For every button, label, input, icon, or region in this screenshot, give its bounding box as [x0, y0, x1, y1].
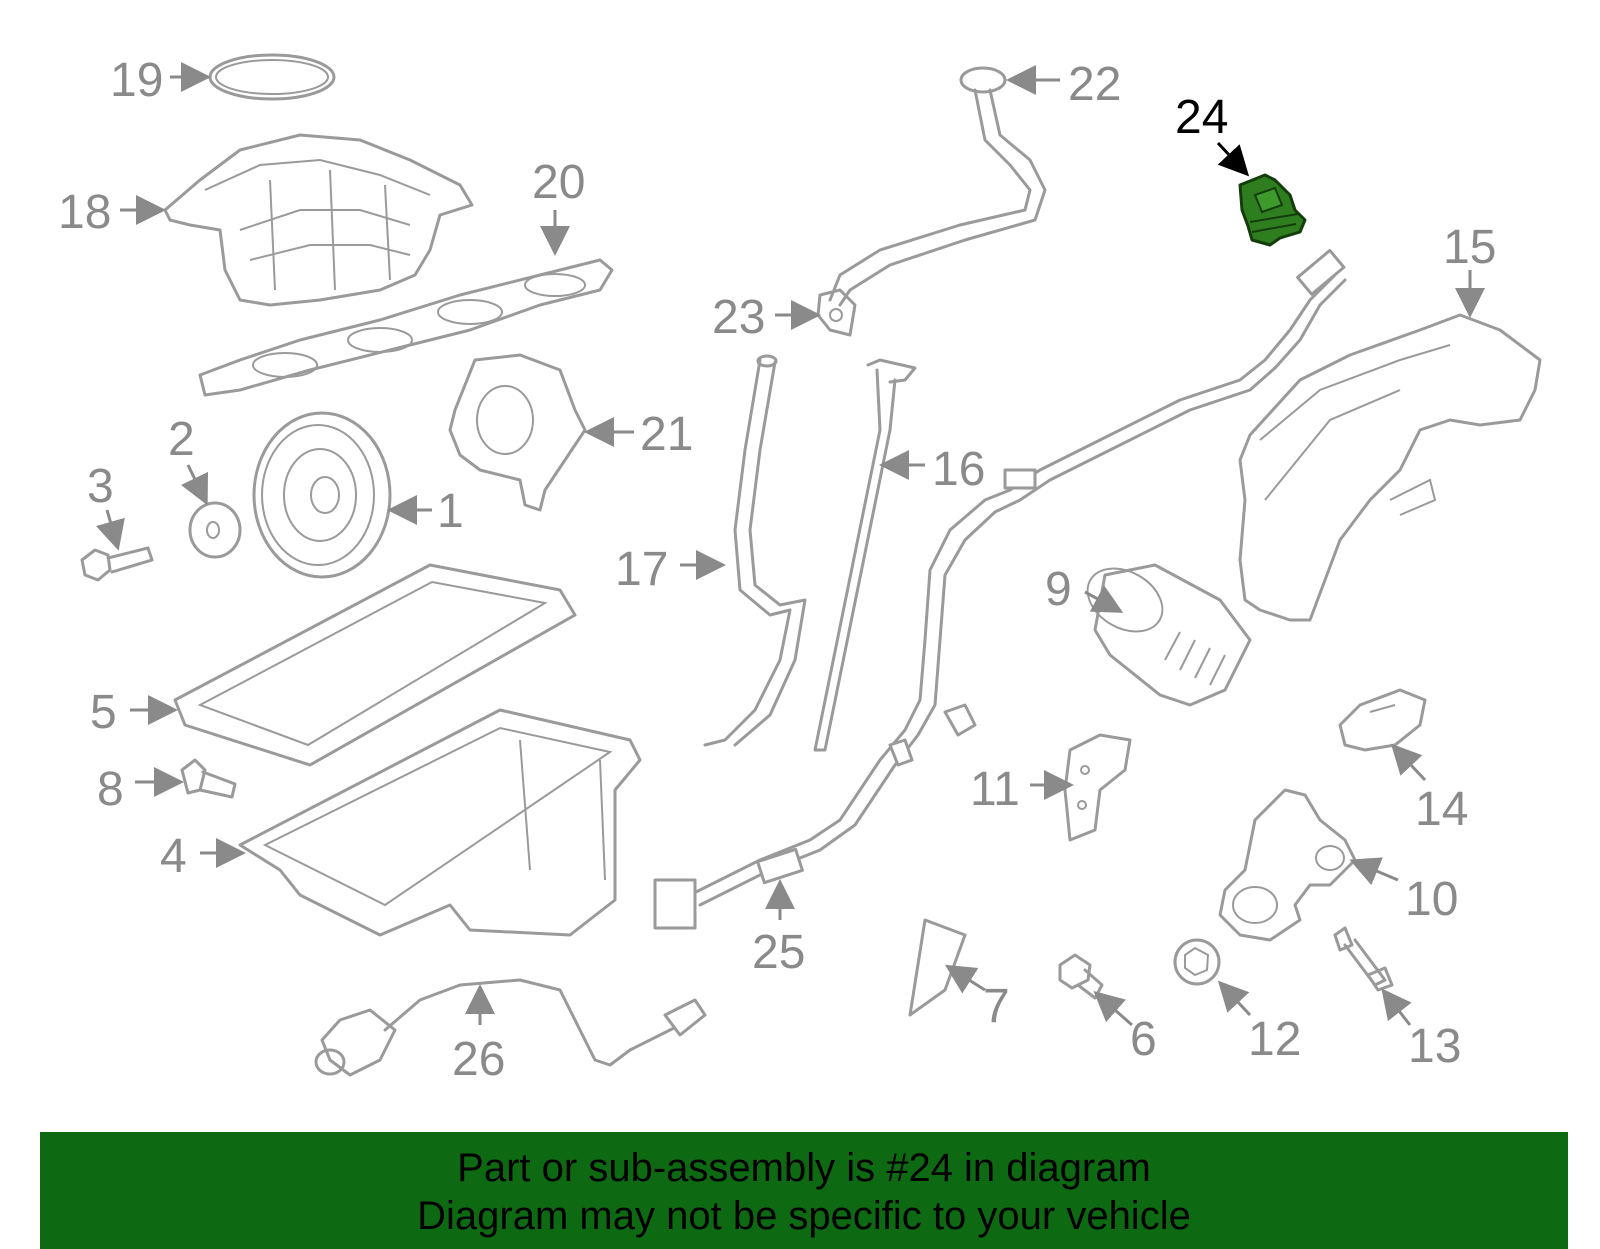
svg-text:26: 26: [452, 1033, 505, 1086]
svg-text:19: 19: [110, 54, 163, 107]
svg-text:18: 18: [58, 186, 111, 239]
part-23-tube-bracket[interactable]: [816, 288, 857, 337]
svg-text:22: 22: [1068, 58, 1121, 111]
part-6-plug[interactable]: [1058, 953, 1104, 1000]
part-26-sensor-harness[interactable]: [314, 978, 707, 1077]
parts-diagram: 19 18 20 22 24 23 15 21 2 16 3 1: [58, 53, 1542, 1086]
callout-15: 15: [1443, 221, 1496, 318]
svg-text:21: 21: [640, 408, 693, 461]
notice-banner: Part or sub-assembly is #24 in diagram D…: [40, 1132, 1568, 1249]
part-13-bolt[interactable]: [1333, 926, 1394, 992]
callout-17: 17: [615, 543, 726, 596]
part-2-washer[interactable]: [188, 501, 242, 559]
svg-text:13: 13: [1408, 1020, 1461, 1073]
svg-text:1: 1: [437, 485, 464, 538]
part-11-bracket[interactable]: [1063, 733, 1132, 842]
callout-19: 19: [110, 54, 211, 107]
callout-26: 26: [452, 984, 505, 1086]
callout-25: 25: [752, 879, 805, 979]
callout-23: 23: [712, 291, 821, 344]
part-25-harness-connector[interactable]: [653, 248, 1347, 930]
part-3-bolt[interactable]: [80, 546, 154, 582]
callout-1: 1: [387, 485, 464, 538]
callout-22: 22: [1006, 58, 1121, 111]
callout-13: 13: [1381, 988, 1461, 1073]
callout-16: 16: [879, 443, 985, 496]
callout-7: 7: [944, 964, 1010, 1033]
svg-text:4: 4: [160, 830, 187, 883]
svg-text:9: 9: [1045, 563, 1072, 616]
banner-line-disclaimer: Diagram may not be specific to your vehi…: [417, 1194, 1191, 1238]
part-5-oil-pan-gasket[interactable]: [173, 563, 577, 767]
callout-21: 21: [584, 408, 693, 461]
callout-6: 6: [1093, 991, 1157, 1066]
svg-text:8: 8: [97, 763, 124, 816]
part-16-dipstick[interactable]: [813, 358, 917, 752]
part-12-cap[interactable]: [1173, 938, 1221, 986]
part-15-oil-baffle[interactable]: [1238, 313, 1542, 622]
callout-3: 3: [87, 460, 125, 551]
part-1-crankshaft-pulley[interactable]: [252, 411, 392, 579]
svg-text:11: 11: [970, 763, 1020, 816]
svg-text:7: 7: [983, 980, 1010, 1033]
part-22-dipstick-tube-seal[interactable]: [828, 66, 1047, 307]
part-8-drain-plug[interactable]: [180, 758, 237, 799]
part-17-dipstick-tube[interactable]: [703, 354, 807, 747]
part-9-oil-filter[interactable]: [1076, 556, 1252, 707]
part-10-oil-filter-adapter[interactable]: [1218, 788, 1357, 942]
svg-text:5: 5: [90, 686, 117, 739]
callout-9: 9: [1045, 563, 1124, 616]
part-18-intake-manifold[interactable]: [163, 133, 474, 307]
part-7-plate[interactable]: [908, 918, 967, 1017]
svg-text:25: 25: [752, 926, 805, 979]
callout-14: 14: [1390, 743, 1468, 836]
svg-text:12: 12: [1248, 1013, 1301, 1066]
part-14-sensor[interactable]: [1338, 688, 1427, 752]
callout-20: 20: [532, 156, 585, 256]
svg-text:16: 16: [932, 443, 985, 496]
callout-11: 11: [970, 763, 1074, 816]
svg-text:14: 14: [1415, 783, 1468, 836]
svg-text:20: 20: [532, 156, 585, 209]
svg-text:17: 17: [615, 543, 668, 596]
callout-8: 8: [97, 763, 184, 816]
callout-10: 10: [1349, 857, 1458, 926]
svg-text:23: 23: [712, 291, 765, 344]
callout-24: 24: [1175, 91, 1250, 177]
part-24-highlighted-connector[interactable]: [1238, 173, 1307, 247]
svg-text:10: 10: [1405, 873, 1458, 926]
banner-line-part-number: Part or sub-assembly is #24 in diagram: [457, 1146, 1151, 1190]
callout-4: 4: [160, 830, 246, 883]
part-20-intake-gasket[interactable]: [198, 258, 614, 397]
callout-18: 18: [58, 186, 166, 239]
callout-5: 5: [90, 686, 178, 739]
svg-text:15: 15: [1443, 221, 1496, 274]
svg-text:6: 6: [1130, 1013, 1157, 1066]
part-19-gasket-ring[interactable]: [208, 53, 336, 101]
svg-text:2: 2: [168, 413, 195, 466]
svg-text:24: 24: [1175, 91, 1228, 144]
part-21-cover-bracket[interactable]: [448, 353, 587, 512]
callout-12: 12: [1217, 980, 1301, 1066]
part-4-oil-pan[interactable]: [238, 708, 642, 937]
svg-text:3: 3: [87, 460, 114, 513]
callout-2: 2: [168, 413, 209, 506]
